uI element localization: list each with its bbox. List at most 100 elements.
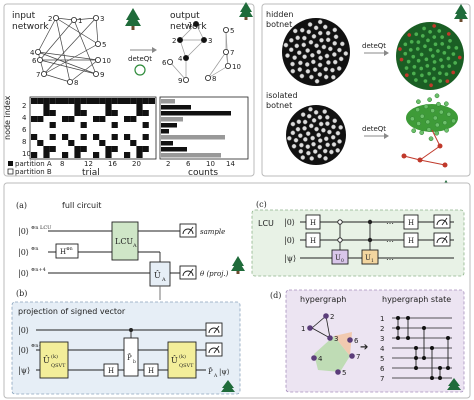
- network-node: [35, 49, 42, 56]
- heatmap-cell: [68, 98, 75, 104]
- control-dot: [367, 219, 373, 225]
- graph-node: [296, 119, 302, 125]
- flow-arrowhead: [384, 133, 389, 139]
- graph-node: [411, 128, 417, 134]
- heatmap-cell: [124, 98, 131, 104]
- graph-node: [438, 109, 444, 115]
- hyperedge-orange: [334, 332, 352, 356]
- graph-node: [299, 27, 305, 33]
- x-axis-label: trial: [82, 168, 100, 178]
- graph-node: [316, 49, 322, 55]
- graph-node: [299, 73, 305, 79]
- measure-icon: [179, 223, 197, 238]
- qsvt-right-label: Û: [171, 356, 178, 365]
- hadamard-label: H: [60, 248, 66, 256]
- graph-node: [426, 127, 432, 132]
- node-label: 10: [102, 57, 111, 65]
- reg2-ket: |0⟩: [18, 346, 29, 355]
- panel-c-tag: (c): [256, 200, 267, 209]
- node-label: 5: [102, 41, 106, 49]
- x-tick-label: 20: [132, 160, 141, 168]
- network-edge: [39, 59, 97, 75]
- heatmap-cell: [105, 152, 112, 158]
- control-dot: [367, 237, 373, 243]
- reg3-exp: ⊗n+4: [31, 267, 46, 273]
- meter-needle: [436, 235, 448, 244]
- graph-node: [428, 82, 434, 88]
- meter-needle: [208, 345, 220, 354]
- graph-node: [454, 45, 459, 51]
- heatmap-cell: [142, 98, 149, 104]
- heatmap-cell: [43, 110, 50, 116]
- graph-node: [324, 53, 330, 59]
- network-node: [222, 49, 229, 56]
- count-bar: [161, 105, 191, 110]
- node-label: 4: [30, 49, 35, 57]
- graph-node: [311, 118, 317, 123]
- node-label: 3: [100, 15, 104, 23]
- graph-node: [321, 44, 327, 50]
- lcu-gate: [111, 221, 139, 261]
- deteqt-label: deteQt: [128, 55, 152, 63]
- graph-node: [325, 30, 331, 36]
- graph-node: [302, 35, 307, 41]
- graph-node: [311, 34, 317, 39]
- graph-node: [402, 51, 408, 57]
- graph-node: [310, 52, 315, 58]
- heatmap-cell: [111, 146, 118, 152]
- counts-tick-label: 2: [166, 160, 170, 168]
- graph-node: [317, 19, 323, 25]
- tree-icon: [239, 2, 253, 20]
- hypergraph-state-title: hypergraph state: [382, 295, 451, 304]
- graph-node: [439, 34, 445, 40]
- tree-icon: [454, 4, 468, 22]
- hidden-label-line2: botnet: [266, 20, 292, 29]
- heatmap-cell: [31, 116, 38, 122]
- heatmap-cell: [37, 140, 44, 146]
- graph-node: [434, 93, 440, 99]
- graph-node: [288, 47, 294, 53]
- graph-node: [290, 121, 296, 127]
- cz-dot: [430, 346, 434, 350]
- node-label: 7: [230, 49, 234, 57]
- qsvt-left-sub: QSVT: [51, 363, 66, 369]
- graph-node: [331, 74, 336, 80]
- network-edge: [179, 39, 187, 59]
- graph-node: [317, 138, 323, 143]
- graph-node: [450, 70, 456, 75]
- heatmap-cell: [142, 146, 149, 152]
- graph-node: [288, 37, 294, 43]
- graph-node: [442, 50, 447, 56]
- network-edge: [55, 17, 99, 45]
- count-bar: [161, 111, 231, 116]
- y-tick-label: 4: [22, 114, 27, 122]
- graph-node: [305, 48, 310, 53]
- count-bar: [161, 129, 169, 134]
- heatmap-cell: [62, 98, 69, 104]
- graph-node: [416, 39, 421, 45]
- panel-c: (c) LCU |0⟩ |0⟩ |ψ⟩ H H U 0 U 1 ⋯ ⋯ ⋯ H …: [251, 200, 465, 277]
- graph-node: [451, 51, 456, 57]
- network-edge: [37, 51, 45, 75]
- graph-node: [295, 35, 301, 41]
- hidden-result-nodes: [397, 23, 463, 88]
- graph-node: [446, 45, 452, 50]
- graph-node: [410, 54, 416, 60]
- hypergraph-title: hypergraph: [300, 295, 346, 304]
- graph-node: [432, 115, 438, 121]
- qsvt-right-sub: QSVT: [179, 363, 194, 369]
- graph-node: [445, 78, 450, 84]
- network-node: [93, 71, 100, 78]
- hadamard-gate: [305, 232, 321, 248]
- reg1-ket: |0⟩: [18, 227, 29, 236]
- hypergraph-node: [349, 353, 355, 359]
- hypergraph-node-label: 6: [354, 337, 359, 345]
- node-label: 5: [230, 27, 234, 35]
- network-edge: [185, 39, 205, 59]
- heatmap-cell: [130, 116, 137, 122]
- cz-dot: [396, 316, 400, 320]
